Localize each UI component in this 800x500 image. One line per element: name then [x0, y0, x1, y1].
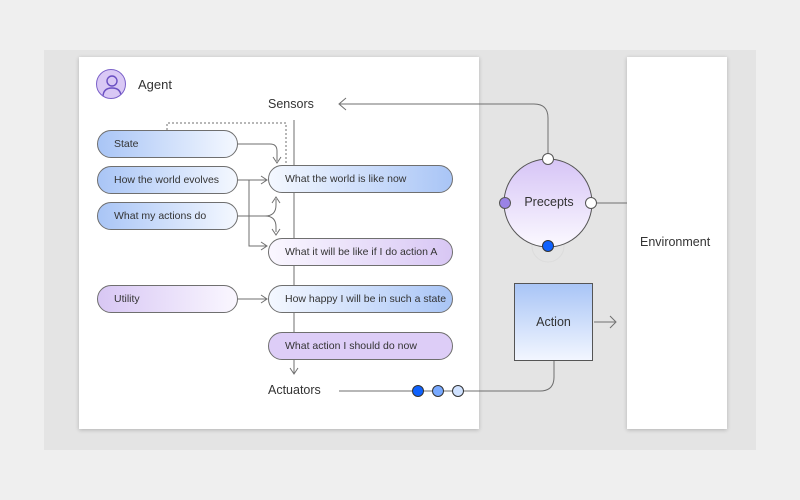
if-action-arrowhead [260, 241, 268, 251]
precepts-port-bottom [542, 240, 554, 252]
my-actions-node: What my actions do [97, 202, 238, 230]
actions-down-arrowhead [271, 228, 281, 236]
evolves-arrowhead [260, 175, 268, 185]
utility-node: Utility [97, 285, 238, 313]
happy-node: How happy I will be in such a state [268, 285, 453, 313]
actions-down-connector [264, 215, 277, 232]
state-arrowhead [272, 156, 282, 164]
environment-panel [627, 57, 727, 429]
precepts-port-right [585, 197, 597, 209]
actuators-label: Actuators [268, 383, 321, 397]
action-arrowhead [609, 315, 617, 329]
actuator-dot-1 [412, 385, 424, 397]
actions-up-arrowhead [271, 196, 281, 204]
actuator-arrowhead [289, 367, 299, 375]
agent-avatar-icon [96, 69, 126, 99]
sensors-arrowhead [338, 97, 347, 111]
action-label: Action [536, 315, 571, 329]
action-actuators-line [464, 361, 555, 392]
should-do-node: What action I should do now [268, 332, 453, 360]
world-evolves-node: How the world evolves [97, 166, 238, 194]
world-now-node: What the world is like now [268, 165, 453, 193]
precepts-label: Precepts [524, 195, 574, 209]
action-box: Action [514, 283, 593, 361]
evolves-down-connector [248, 180, 266, 247]
actuator-dot-3 [452, 385, 464, 397]
precepts-sensors-line [340, 103, 549, 159]
state-dotted-line [166, 122, 287, 163]
agent-title: Agent [138, 77, 172, 92]
sensors-label: Sensors [268, 97, 314, 111]
precepts-port-left [499, 197, 511, 209]
environment-label: Environment [640, 235, 711, 249]
actions-up-connector [238, 199, 277, 217]
precepts-port-top [542, 153, 554, 165]
actuator-dot-2 [432, 385, 444, 397]
utility-arrowhead [260, 294, 268, 304]
state-connector [238, 143, 278, 161]
if-action-node: What it will be like if I do action A [268, 238, 453, 266]
state-node: State [97, 130, 238, 158]
